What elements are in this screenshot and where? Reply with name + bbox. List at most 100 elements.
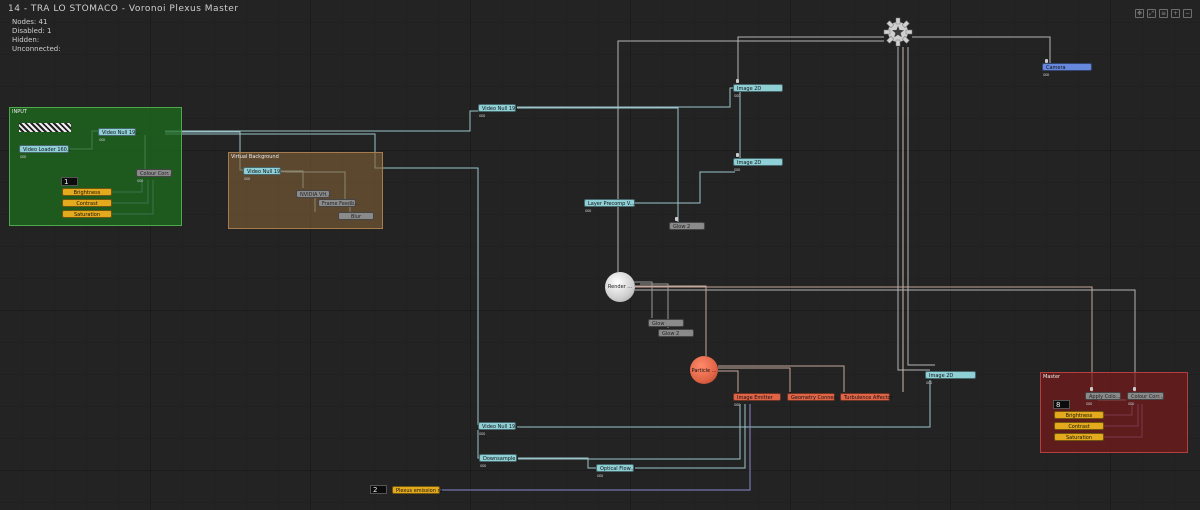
node-ports: ooo: [597, 473, 603, 478]
downsample-node[interactable]: Downsample ooo: [479, 454, 517, 468]
stat-hidden: Hidden:: [12, 36, 40, 44]
wire: [518, 404, 741, 460]
output-gear-icon[interactable]: [883, 17, 913, 47]
view-toolbar: ✥ ⤢ ≡ + −: [1135, 9, 1192, 18]
nvidia-node[interactable]: NVIDIA VH...: [296, 190, 331, 198]
input-port[interactable]: [1045, 59, 1048, 63]
node-ports: ooo: [734, 167, 740, 172]
particle-node[interactable]: Particle ...: [690, 356, 718, 384]
node-ports: ooo: [99, 137, 105, 142]
video-null-bottom-node[interactable]: Video Null 19... ooo: [478, 422, 520, 436]
menu-icon[interactable]: ≡: [1159, 9, 1168, 18]
node-label: Video Null 19...: [102, 130, 141, 136]
video-preview-placeholder: [19, 123, 71, 132]
node-label: Colour Corr...: [140, 171, 173, 177]
node-label: Glow 2: [662, 331, 680, 337]
image-2d-top-node[interactable]: Image 2D ooo: [733, 84, 783, 98]
node-label: Image 2D: [929, 373, 954, 379]
node-label: Layer Precomp V...: [588, 201, 635, 207]
image-2d-mid-node[interactable]: Image 2D ooo: [733, 158, 783, 172]
video-null-top-node[interactable]: Video Null 19... ooo: [478, 104, 521, 118]
input-port[interactable]: [675, 217, 678, 221]
window-title: 14 - TRA LO STOMACO - Voronoi Plexus Mas…: [8, 4, 239, 14]
node-label: Contrast: [76, 201, 98, 207]
colour-correction-master-node[interactable]: Colour Corr... ooo: [1127, 392, 1164, 406]
brightness-input-node[interactable]: Brightness: [62, 188, 112, 196]
wire: [718, 367, 791, 392]
node-ports: ooo: [585, 208, 591, 213]
input-port[interactable]: [736, 153, 739, 157]
node-label: Brightness: [73, 190, 101, 196]
wire: [718, 365, 845, 392]
remove-icon[interactable]: −: [1183, 9, 1192, 18]
node-label: Turbulence Affector: [844, 395, 893, 401]
wire: [635, 171, 735, 204]
wire: [517, 380, 931, 428]
wire: [737, 36, 884, 80]
camera-node[interactable]: Camera ooo: [1042, 63, 1092, 77]
glow-2-mid-node[interactable]: Glow 2: [658, 329, 694, 337]
node-ports: ooo: [1043, 72, 1049, 77]
wire: [635, 286, 1093, 392]
node-label: NVIDIA VH...: [300, 192, 331, 198]
wire: [517, 87, 735, 108]
glow-mid-node[interactable]: Glow: [648, 319, 684, 327]
stat-disabled: Disabled: 1: [12, 27, 52, 35]
layer-precomp-node[interactable]: Layer Precomp V... ooo: [584, 199, 635, 213]
wire: [718, 370, 739, 392]
node-ports: ooo: [20, 154, 26, 159]
geometry-connector-node[interactable]: Geometry Connec...: [787, 393, 841, 401]
virtual-background-group-title: Virtual Background: [231, 154, 279, 160]
node-ports: ooo: [926, 380, 932, 385]
brightness-master-node[interactable]: Brightness: [1054, 411, 1104, 419]
node-label: Image 2D: [737, 86, 762, 92]
move-icon[interactable]: ✥: [1135, 9, 1144, 18]
render-node[interactable]: Render ...: [605, 272, 635, 302]
node-label: Video Loader 160...: [23, 147, 72, 153]
image-2d-bottom-node[interactable]: Image 2D ooo: [925, 371, 976, 385]
node-label: Image 2D: [737, 160, 762, 166]
node-ports: ooo: [480, 463, 486, 468]
node-label: Colour Corr...: [1131, 394, 1164, 400]
input-port[interactable]: [736, 79, 739, 83]
input-group-title: INPUT: [12, 109, 27, 115]
node-label: Saturation: [1065, 435, 1093, 441]
frame-feedback-node[interactable]: Frame Feedb...: [318, 199, 360, 207]
glow-2-top-node[interactable]: Glow 2: [669, 222, 705, 230]
wire: [617, 40, 884, 272]
plexus-emission-value[interactable]: 2: [370, 485, 387, 494]
plexus-emission-node[interactable]: Plexus emission ra...: [392, 486, 448, 494]
input-port[interactable]: [1133, 387, 1136, 391]
node-ports: ooo: [1128, 401, 1134, 406]
blur-virtual-node[interactable]: Blur: [338, 212, 374, 220]
saturation-input-node[interactable]: Saturation: [62, 210, 112, 218]
node-label: Video Null 19...: [482, 106, 521, 112]
add-icon[interactable]: +: [1171, 9, 1180, 18]
image-emitter-node[interactable]: Image Emitter ooo: [733, 393, 781, 407]
wire: [635, 285, 707, 356]
video-null-virtual-node[interactable]: Video Null 19... ooo: [243, 167, 285, 181]
node-label: Blur: [350, 214, 362, 220]
input-level-value[interactable]: 1: [61, 177, 78, 186]
saturation-master-node[interactable]: Saturation: [1054, 433, 1104, 441]
node-label: Frame Feedb...: [322, 201, 360, 207]
apply-colour-node[interactable]: Apply Colo... ooo: [1085, 392, 1121, 406]
master-level-value[interactable]: 8: [1053, 400, 1070, 409]
video-null-input-node[interactable]: Video Null 19... ooo: [98, 128, 141, 142]
node-label: Brightness: [1065, 413, 1093, 419]
wire: [165, 110, 478, 132]
node-ports: ooo: [734, 93, 740, 98]
turbulence-affector-node[interactable]: Turbulence Affector: [840, 393, 893, 401]
wire: [517, 107, 679, 222]
fit-icon[interactable]: ⤢: [1147, 9, 1156, 18]
wire: [440, 404, 751, 491]
video-loader-node[interactable]: Video Loader 160... ooo: [19, 145, 72, 159]
optical-flow-node[interactable]: Optical Flow... ooo: [596, 464, 635, 478]
contrast-input-node[interactable]: Contrast: [62, 199, 112, 207]
colour-correction-input-node[interactable]: Colour Corr... ooo: [136, 169, 173, 183]
node-label: Plexus emission ra...: [396, 488, 448, 494]
input-port[interactable]: [1090, 387, 1093, 391]
wire: [518, 457, 598, 469]
contrast-master-node[interactable]: Contrast: [1054, 422, 1104, 430]
